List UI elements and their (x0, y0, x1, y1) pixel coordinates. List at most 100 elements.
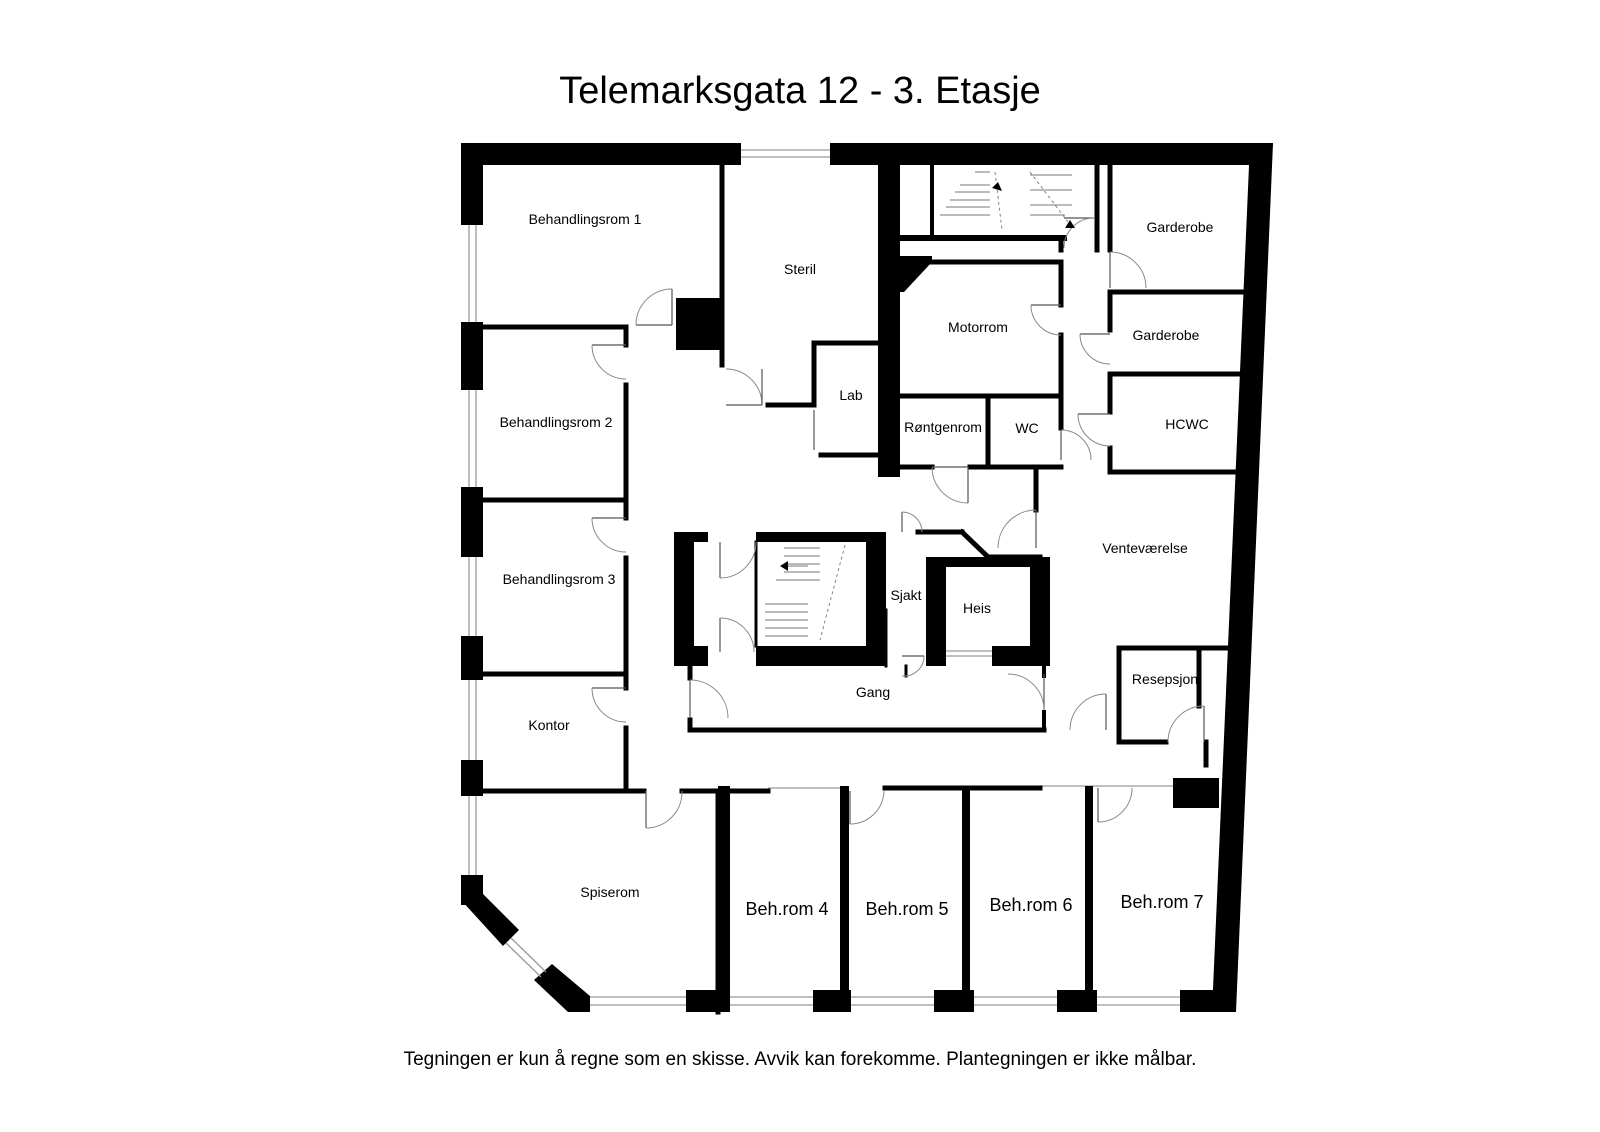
room-labels: Behandlingsrom 1 Steril Garderobe Motorr… (500, 211, 1214, 919)
label-motorrom: Motorrom (948, 319, 1008, 335)
beh-row-wall-4 (1085, 786, 1093, 1012)
door-rontgen[interactable] (931, 466, 969, 504)
door-spiserom[interactable] (645, 790, 683, 829)
stair-block-bottom-left (674, 646, 708, 666)
stair-block-left (674, 532, 694, 666)
stair-block-top (756, 532, 878, 542)
door-beh5[interactable] (849, 790, 885, 825)
door-venteveaerelse[interactable] (997, 509, 1037, 549)
label-ventevaerelse: Venteværelse (1102, 540, 1188, 556)
label-hcwc: HCWC (1165, 416, 1209, 432)
window-left-3 (468, 557, 477, 636)
heis-bottom-right (992, 646, 1050, 666)
window-bottom-2 (728, 996, 813, 1006)
top-wall-right (830, 143, 1273, 165)
door-stair-upper[interactable] (719, 541, 757, 579)
stair-block-bottom (756, 646, 886, 666)
plan-title: Telemarksgata 12 - 3. Etasje (559, 70, 1041, 112)
window-left-1 (468, 225, 477, 322)
label-kontor: Kontor (528, 717, 570, 733)
door-vente-gang[interactable] (1069, 693, 1107, 731)
pillar-steril (676, 298, 722, 350)
window-corner (505, 937, 547, 978)
heis-right (1030, 557, 1050, 666)
corner-diagonal-bottom (534, 964, 590, 1012)
door-beh1[interactable] (635, 288, 673, 326)
door-gang-right[interactable] (1007, 673, 1045, 711)
door-wc[interactable] (1060, 429, 1092, 461)
window-bottom-4 (974, 996, 1057, 1006)
label-rontgenrom: Røntgenrom (904, 419, 982, 435)
label-sjakt: Sjakt (890, 587, 921, 603)
interior-walls (480, 162, 1250, 1015)
top-wall-left (461, 143, 741, 165)
left-pillar-3 (461, 487, 483, 557)
left-pillar-4 (461, 636, 483, 680)
corner-diagonal-top (461, 894, 519, 946)
beh-row-wall-3 (962, 786, 970, 1012)
door-sjakt-gang[interactable] (901, 655, 925, 677)
central-column (878, 165, 900, 477)
label-gang: Gang (856, 684, 890, 700)
door-stair-lower[interactable] (719, 617, 755, 653)
stair-arrow-top-2 (1065, 220, 1075, 228)
stairs-top (940, 171, 1075, 231)
door-garderobe-2[interactable] (1079, 333, 1111, 365)
window-bottom-1 (590, 996, 686, 1006)
window-gang-heis (946, 650, 992, 657)
windows (468, 149, 1180, 1006)
left-pillar-2 (461, 322, 483, 390)
label-heis: Heis (963, 600, 991, 616)
label-beh-rom-6: Beh.rom 6 (989, 895, 1072, 915)
label-garderobe-1: Garderobe (1147, 219, 1214, 235)
label-spiserom: Spiserom (580, 884, 639, 900)
beh-row-wall-2 (840, 786, 849, 1012)
door-garderobe-1[interactable] (1109, 251, 1147, 289)
stair-arrow-top (992, 182, 1002, 191)
left-pillar-5 (461, 760, 483, 796)
label-beh-rom-4: Beh.rom 4 (745, 899, 828, 919)
label-wc: WC (1015, 420, 1038, 436)
stair-block-right (866, 532, 886, 666)
stairs-central (765, 544, 846, 641)
label-resepsjon: Resepsjon (1132, 671, 1198, 687)
door-beh2[interactable] (591, 344, 627, 380)
label-steril: Steril (784, 261, 816, 277)
window-bottom-3 (851, 996, 934, 1006)
left-pillar-1 (461, 143, 483, 225)
window-left-5 (468, 796, 477, 875)
door-kontor[interactable] (591, 687, 627, 723)
heis-left (926, 557, 946, 666)
disclaimer-text: Tegningen er kun å regne som en skisse. … (403, 1049, 1197, 1070)
stair-arrow-central (780, 561, 788, 571)
door-steril[interactable] (725, 368, 763, 406)
label-behandlingsrom-3: Behandlingsrom 3 (503, 571, 616, 587)
bottom-pillar-5 (1180, 990, 1232, 1012)
door-hcwc[interactable] (1077, 413, 1111, 447)
exterior-walls (461, 143, 1273, 1012)
doors (591, 217, 1205, 829)
heis-top (926, 557, 1040, 567)
label-garderobe-2: Garderobe (1133, 327, 1200, 343)
door-beh7[interactable] (1097, 787, 1133, 823)
window-left-4 (468, 680, 477, 760)
stair-block-left-top (674, 532, 708, 542)
beh-row-wall-1 (718, 786, 730, 1012)
wall-sjakt-diag (958, 528, 992, 561)
window-bottom-5 (1097, 996, 1180, 1006)
window-top (741, 149, 830, 158)
label-behandlingsrom-1: Behandlingsrom 1 (529, 211, 642, 227)
door-gang-left[interactable] (689, 679, 729, 719)
door-motorrom[interactable] (1030, 304, 1062, 336)
label-beh-rom-7: Beh.rom 7 (1120, 892, 1203, 912)
label-lab: Lab (839, 387, 863, 403)
beh-row-right-pillar (1173, 778, 1219, 808)
label-behandlingsrom-2: Behandlingsrom 2 (500, 414, 613, 430)
window-left-2 (468, 390, 477, 487)
door-sjakt[interactable] (901, 511, 923, 533)
window-beh-row (768, 785, 1173, 789)
label-beh-rom-5: Beh.rom 5 (865, 899, 948, 919)
door-beh3[interactable] (591, 517, 627, 553)
door-resepsjon[interactable] (1167, 705, 1205, 743)
